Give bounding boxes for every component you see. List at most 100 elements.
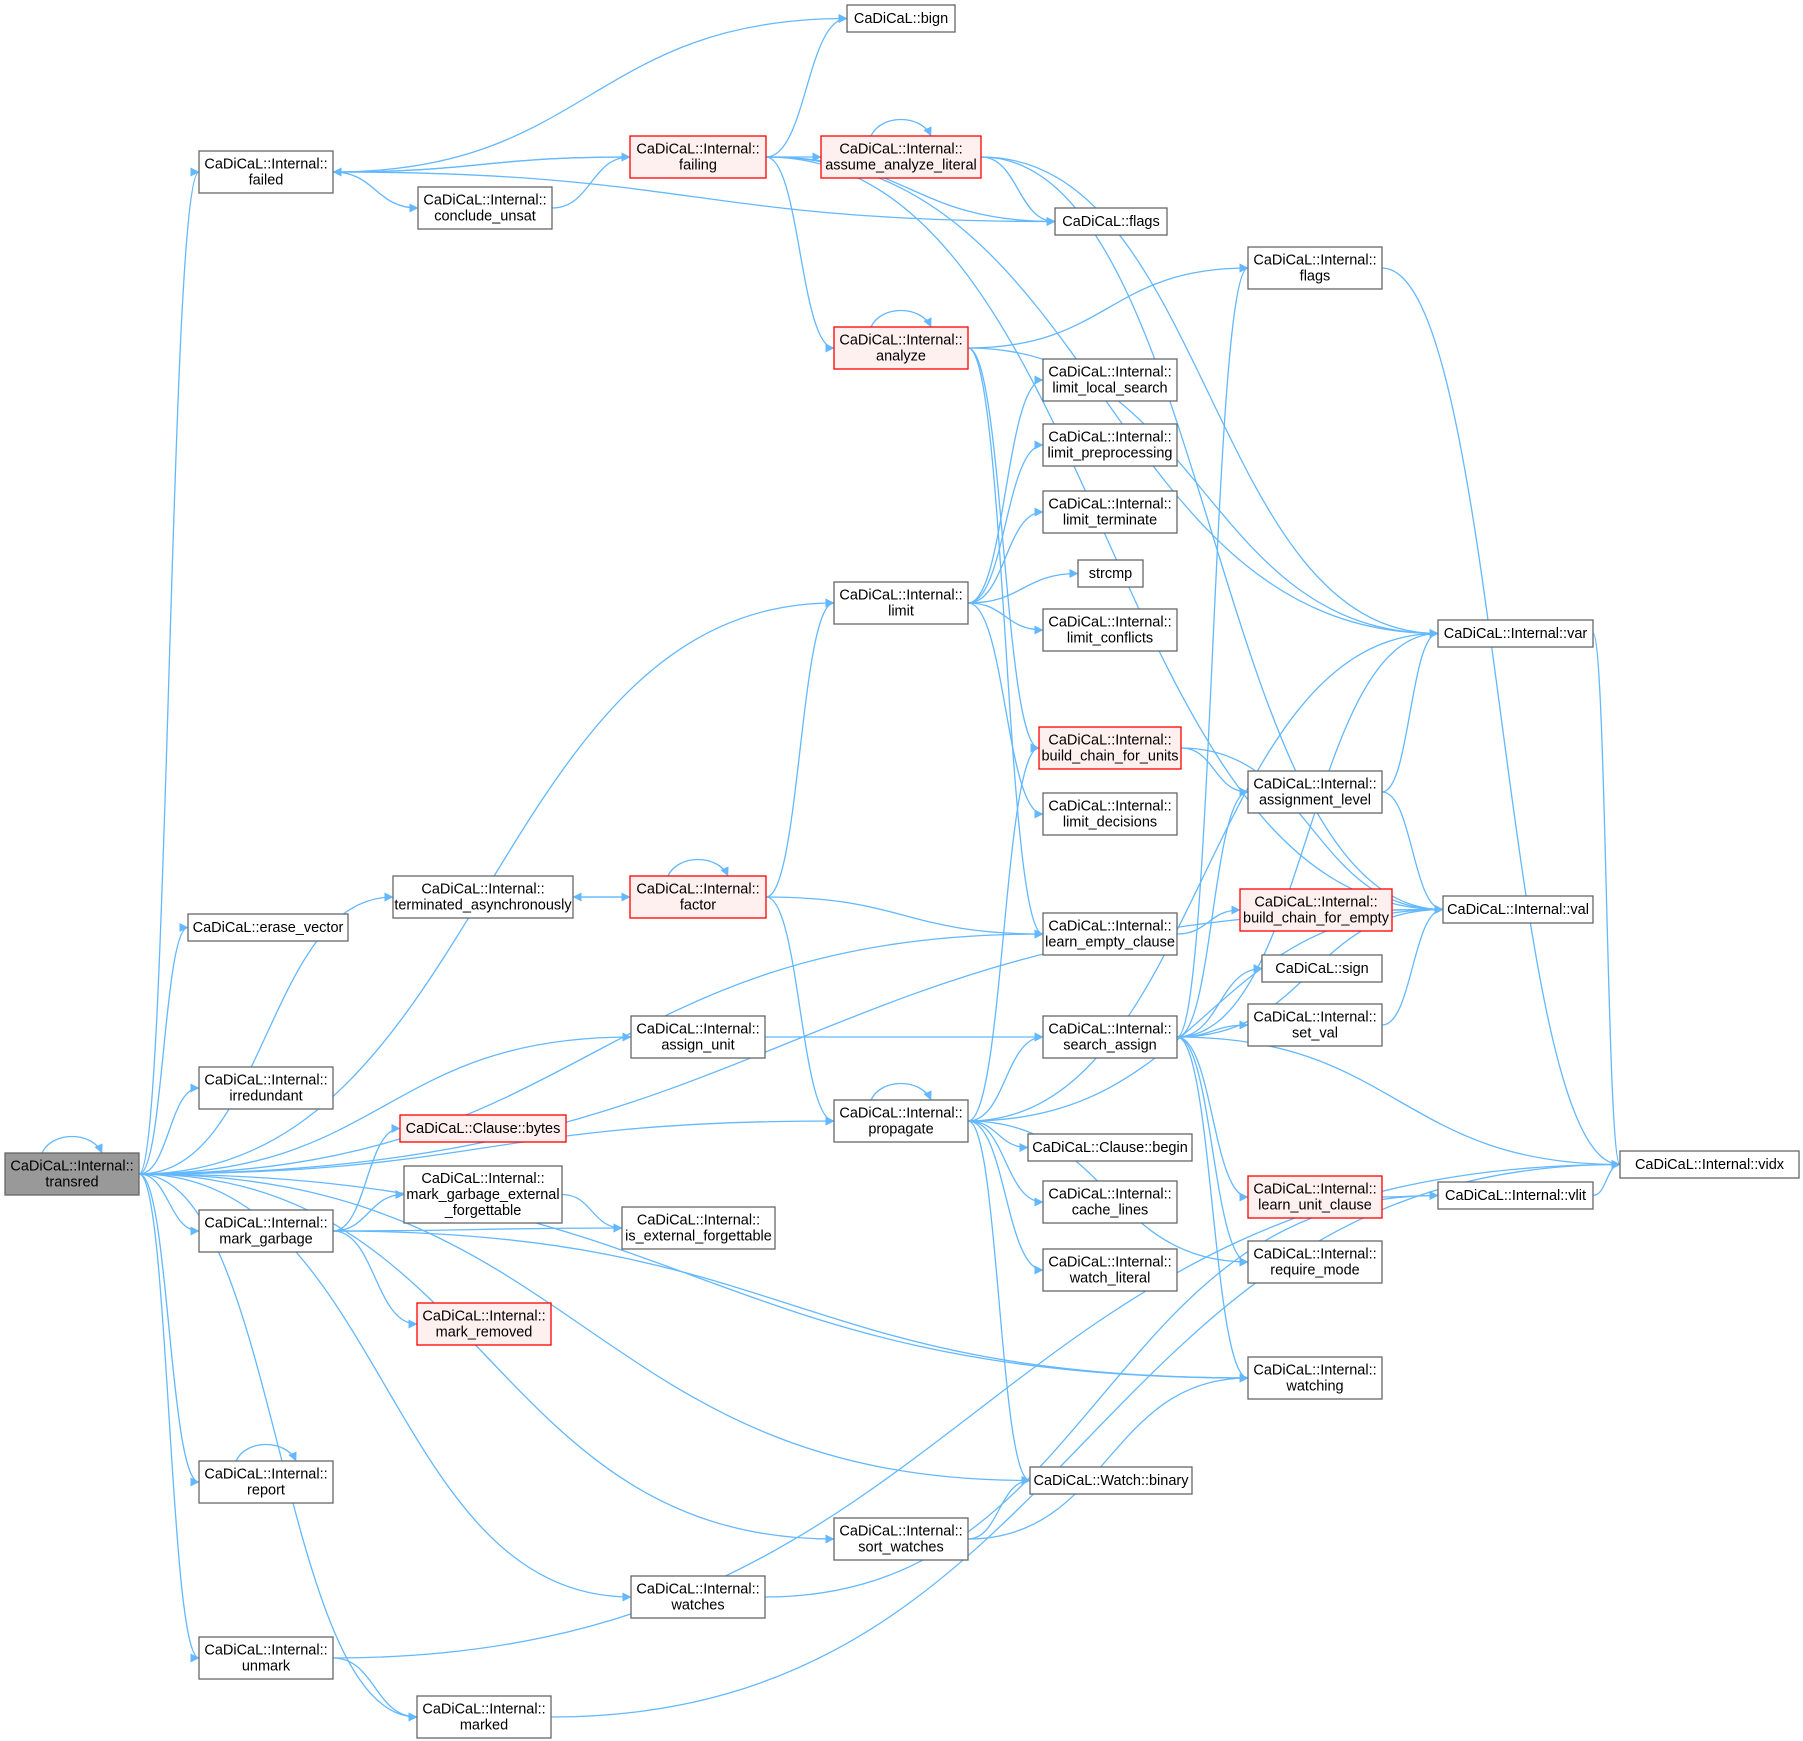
node-report-box xyxy=(198,1460,334,1504)
node-report-label-line: CaDiCaL::Internal:: xyxy=(204,1467,327,1483)
node-sort_watches[interactable]: CaDiCaL::Internal::sort_watches xyxy=(833,1517,969,1561)
node-marked[interactable]: CaDiCaL::Internal::marked xyxy=(416,1695,552,1739)
node-transred-box xyxy=(4,1152,140,1196)
node-watches[interactable]: CaDiCaL::Internal::watches xyxy=(630,1575,766,1619)
node-failing-label-line: failing xyxy=(679,158,717,174)
edge-failed-to-bign xyxy=(332,14,848,173)
node-limit_decisions[interactable]: CaDiCaL::Internal::limit_decisions xyxy=(1042,792,1178,836)
node-failing[interactable]: CaDiCaL::Internal::failing xyxy=(629,135,767,179)
edge-transred-to-mark_garbage xyxy=(138,1173,200,1236)
node-bign[interactable]: CaDiCaL::bign xyxy=(846,4,956,33)
node-limit_local_search-box xyxy=(1042,358,1178,402)
node-mark_removed[interactable]: CaDiCaL::Internal::mark_removed xyxy=(416,1302,552,1346)
node-var[interactable]: CaDiCaL::Internal::var xyxy=(1437,619,1594,648)
node-require_mode-label-line: require_mode xyxy=(1270,1263,1359,1279)
node-set_val-box xyxy=(1247,1003,1383,1047)
node-flags_internal[interactable]: CaDiCaL::Internal::flags xyxy=(1247,246,1383,290)
node-flags_cadical-label-line: CaDiCaL::flags xyxy=(1062,214,1160,230)
node-learn_empty_clause[interactable]: CaDiCaL::Internal::learn_empty_clause xyxy=(1042,912,1178,956)
node-learn_unit_clause[interactable]: CaDiCaL::Internal::learn_unit_clause xyxy=(1247,1175,1383,1219)
node-failing-box xyxy=(629,135,767,179)
node-search_assign[interactable]: CaDiCaL::Internal::search_assign xyxy=(1042,1015,1178,1059)
node-transred[interactable]: CaDiCaL::Internal::transred xyxy=(4,1152,140,1196)
edge-limit-to-strcmp xyxy=(967,569,1079,604)
node-propagate-box xyxy=(833,1099,969,1143)
node-limit_preprocessing[interactable]: CaDiCaL::Internal::limit_preprocessing xyxy=(1042,423,1178,467)
node-assignment_level[interactable]: CaDiCaL::Internal::assignment_level xyxy=(1247,770,1383,814)
edge-assume_analyze_literal-to-assume_analyze_literal xyxy=(870,118,932,137)
node-set_val[interactable]: CaDiCaL::Internal::set_val xyxy=(1247,1003,1383,1047)
node-flags_cadical[interactable]: CaDiCaL::flags xyxy=(1054,207,1168,236)
node-failed[interactable]: CaDiCaL::Internal::failed xyxy=(198,150,334,194)
node-conclude_unsat-label-line: conclude_unsat xyxy=(434,209,536,225)
edge-vlit-to-vidx xyxy=(1592,1160,1621,1197)
node-propagate[interactable]: CaDiCaL::Internal::propagate xyxy=(833,1099,969,1143)
node-cache_lines-box xyxy=(1042,1180,1178,1224)
edge-transred-to-watches xyxy=(138,1173,632,1602)
node-vlit[interactable]: CaDiCaL::Internal::vlit xyxy=(1437,1181,1594,1210)
node-erase_vector[interactable]: CaDiCaL::erase_vector xyxy=(187,913,349,942)
node-clause_bytes-box xyxy=(399,1114,567,1143)
node-propagate-label-line: propagate xyxy=(868,1122,933,1138)
edge-var-to-vidx xyxy=(1592,632,1621,1169)
node-val[interactable]: CaDiCaL::Internal::val xyxy=(1442,895,1594,924)
node-factor[interactable]: CaDiCaL::Internal::factor xyxy=(629,875,767,919)
node-vidx[interactable]: CaDiCaL::Internal::vidx xyxy=(1619,1150,1800,1179)
node-analyze[interactable]: CaDiCaL::Internal::analyze xyxy=(833,326,969,370)
edge-transred-to-transred xyxy=(41,1135,103,1154)
node-conclude_unsat-label-line: CaDiCaL::Internal:: xyxy=(423,193,546,209)
node-factor-label-line: CaDiCaL::Internal:: xyxy=(636,882,759,898)
edge-sort_watches-to-watching xyxy=(967,1373,1249,1540)
node-strcmp[interactable]: strcmp xyxy=(1077,559,1144,588)
edge-transred-to-propagate xyxy=(138,1116,835,1175)
edge-propagate-to-build_chain_for_units xyxy=(967,743,1040,1122)
edge-assignment_level-to-val xyxy=(1381,791,1444,914)
node-irredundant[interactable]: CaDiCaL::Internal::irredundant xyxy=(198,1066,334,1110)
edge-propagate-to-watch_literal xyxy=(967,1120,1044,1275)
node-vlit-label-line: CaDiCaL::Internal::vlit xyxy=(1445,1188,1586,1204)
node-conclude_unsat[interactable]: CaDiCaL::Internal::conclude_unsat xyxy=(417,186,553,230)
node-learn_empty_clause-label-line: learn_empty_clause xyxy=(1045,935,1175,951)
node-sign-box xyxy=(1261,954,1383,983)
node-search_assign-label-line: CaDiCaL::Internal:: xyxy=(1048,1022,1171,1038)
node-learn_empty_clause-label-line: CaDiCaL::Internal:: xyxy=(1048,919,1171,935)
edge-watches-to-vlit xyxy=(764,1191,1439,1598)
node-sign[interactable]: CaDiCaL::sign xyxy=(1261,954,1383,983)
node-irredundant-label-line: irredundant xyxy=(229,1089,302,1105)
node-require_mode[interactable]: CaDiCaL::Internal::require_mode xyxy=(1247,1240,1383,1284)
node-learn_unit_clause-label-line: learn_unit_clause xyxy=(1258,1198,1372,1214)
node-sort_watches-label-line: CaDiCaL::Internal:: xyxy=(839,1524,962,1540)
node-limit_terminate[interactable]: CaDiCaL::Internal::limit_terminate xyxy=(1042,490,1178,534)
node-terminated_asynchronously[interactable]: CaDiCaL::Internal::terminated_asynchrono… xyxy=(392,875,574,919)
edge-conclude_unsat-to-failing xyxy=(551,152,631,209)
nodes: CaDiCaL::Internal::transredCaDiCaL::Inte… xyxy=(4,4,1800,1739)
node-mark_garbage_external_forgettable[interactable]: CaDiCaL::Internal::mark_garbage_external… xyxy=(403,1165,563,1224)
node-set_val-label-line: CaDiCaL::Internal:: xyxy=(1253,1010,1376,1026)
node-watching[interactable]: CaDiCaL::Internal::watching xyxy=(1247,1356,1383,1400)
node-watch_literal[interactable]: CaDiCaL::Internal::watch_literal xyxy=(1042,1248,1178,1292)
node-clause_begin[interactable]: CaDiCaL::Clause::begin xyxy=(1027,1133,1193,1162)
node-mark_garbage[interactable]: CaDiCaL::Internal::mark_garbage xyxy=(198,1209,334,1253)
node-watch_binary[interactable]: CaDiCaL::Watch::binary xyxy=(1029,1466,1193,1495)
edge-transred-to-learn_empty_clause xyxy=(138,929,1044,1175)
node-val-box xyxy=(1442,895,1594,924)
node-unmark[interactable]: CaDiCaL::Internal::unmark xyxy=(198,1636,334,1680)
node-limit_terminate-label-line: CaDiCaL::Internal:: xyxy=(1048,497,1171,513)
edge-report-to-report xyxy=(235,1443,297,1462)
node-clause_bytes[interactable]: CaDiCaL::Clause::bytes xyxy=(399,1114,567,1143)
node-report[interactable]: CaDiCaL::Internal::report xyxy=(198,1460,334,1504)
node-limit_decisions-box xyxy=(1042,792,1178,836)
edge-unmark-to-vidx xyxy=(332,1160,1621,1659)
node-cache_lines[interactable]: CaDiCaL::Internal::cache_lines xyxy=(1042,1180,1178,1224)
node-is_external_forgettable[interactable]: CaDiCaL::Internal::is_external_forgettab… xyxy=(621,1206,776,1250)
node-assign_unit[interactable]: CaDiCaL::Internal::assign_unit xyxy=(630,1015,766,1059)
node-limit_local_search[interactable]: CaDiCaL::Internal::limit_local_search xyxy=(1042,358,1178,402)
node-build_chain_for_empty[interactable]: CaDiCaL::Internal::build_chain_for_empty xyxy=(1239,888,1393,932)
node-build_chain_for_units[interactable]: CaDiCaL::Internal::build_chain_for_units xyxy=(1038,726,1182,770)
edge-failed-to-conclude_unsat xyxy=(332,171,419,213)
node-failing-label-line: CaDiCaL::Internal:: xyxy=(636,142,759,158)
node-limit_conflicts[interactable]: CaDiCaL::Internal::limit_conflicts xyxy=(1042,608,1178,652)
node-assume_analyze_literal[interactable]: CaDiCaL::Internal::assume_analyze_litera… xyxy=(820,135,982,179)
node-limit[interactable]: CaDiCaL::Internal::limit xyxy=(833,581,969,625)
